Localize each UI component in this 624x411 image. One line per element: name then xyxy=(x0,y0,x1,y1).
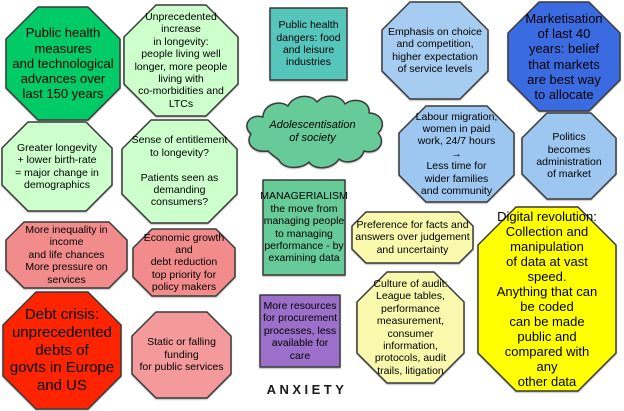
node-label: Unprecedented increase in longevity: peo… xyxy=(134,11,228,110)
node-label: Static or falling funding for public ser… xyxy=(139,336,224,374)
octagon-shape xyxy=(477,206,617,392)
node-more-inequality: More inequality in income and life chanc… xyxy=(5,221,128,289)
octagon-shape xyxy=(381,1,489,100)
octagon-shape xyxy=(398,105,515,203)
octagon-shape xyxy=(123,4,239,117)
octagon-shape xyxy=(351,211,474,264)
octagon-shape xyxy=(356,271,465,384)
node-marketisation: Marketisation of last 40 years: belief t… xyxy=(507,1,621,112)
node-label: MANAGERIALISM the move from managing peo… xyxy=(260,190,348,265)
octagon-shape xyxy=(2,291,122,410)
octagon-shape xyxy=(131,311,232,399)
node-sense-entitlement: Sense of entitlement to longevity? Patie… xyxy=(121,119,238,224)
node-culture-audit: Culture of audit: League tables, perform… xyxy=(356,271,465,384)
octagon-shape xyxy=(507,1,621,112)
octagon-shape xyxy=(132,228,236,297)
anxiety-title: ANXIETY xyxy=(266,382,348,397)
node-static-falling: Static or falling funding for public ser… xyxy=(131,311,232,399)
node-labour-migration: Labour migration, women in paid work, 24… xyxy=(398,105,515,203)
node-public-health-dangers: Public health dangers: food and leisure … xyxy=(269,7,348,81)
octagon-shape xyxy=(1,121,113,212)
node-label: Economic growth and debt reduction top p… xyxy=(143,231,225,294)
node-managerialism: MANAGERIALISM the move from managing peo… xyxy=(260,179,348,276)
node-economic-growth: Economic growth and debt reduction top p… xyxy=(132,228,236,297)
node-greater-longevity: Greater longevity + lower birth-rate = m… xyxy=(1,121,113,212)
node-more-resources: More resources for procurement processes… xyxy=(259,294,341,368)
node-label: Public health dangers: food and leisure … xyxy=(276,19,341,69)
node-digital-revolution: Digital revolution: Collection and manip… xyxy=(477,206,617,392)
octagon-shape xyxy=(5,6,121,121)
octagon-shape xyxy=(521,112,617,200)
node-label: More inequality in income and life chanc… xyxy=(25,224,108,286)
node-label: Emphasis on choice and competition, high… xyxy=(388,25,482,75)
node-label: More resources for procurement processes… xyxy=(262,300,338,362)
rectangle-shape xyxy=(269,7,348,81)
rectangle-shape xyxy=(262,179,346,276)
node-label: Marketisation of last 40 years: belief t… xyxy=(525,10,603,103)
node-label: Debt crisis: unprecedented debts of govt… xyxy=(9,306,115,395)
node-label: Digital revolution: Collection and manip… xyxy=(496,208,598,390)
node-label: Culture of audit: League tables, perform… xyxy=(373,278,448,377)
node-preference-facts: Preference for facts and answers over ju… xyxy=(351,211,474,264)
node-label: Preference for facts and answers over ju… xyxy=(355,218,470,256)
node-debt-crisis: Debt crisis: unprecedented debts of govt… xyxy=(2,291,122,410)
node-label: Adolescentisation of society xyxy=(269,118,356,144)
node-label: Politics becomes administration of marke… xyxy=(536,131,602,181)
cloud-shape xyxy=(246,95,384,169)
node-unprecedented-increase: Unprecedented increase in longevity: peo… xyxy=(123,4,239,117)
node-label: Sense of entitlement to longevity? Patie… xyxy=(131,134,228,209)
octagon-shape xyxy=(5,221,128,289)
node-emphasis-choice: Emphasis on choice and competition, high… xyxy=(381,1,489,100)
node-politics-market: Politics becomes administration of marke… xyxy=(521,112,617,200)
node-label: Labour migration, women in paid work, 24… xyxy=(415,110,498,197)
rectangle-shape xyxy=(259,294,341,368)
node-label: Public health measures and technological… xyxy=(12,25,114,102)
octagon-shape xyxy=(121,119,238,224)
node-label: Greater longevity + lower birth-rate = m… xyxy=(15,141,99,191)
node-adolescentisation-cloud: Adolescentisation of society xyxy=(243,93,384,170)
node-public-health-measures: Public health measures and technological… xyxy=(5,6,121,121)
